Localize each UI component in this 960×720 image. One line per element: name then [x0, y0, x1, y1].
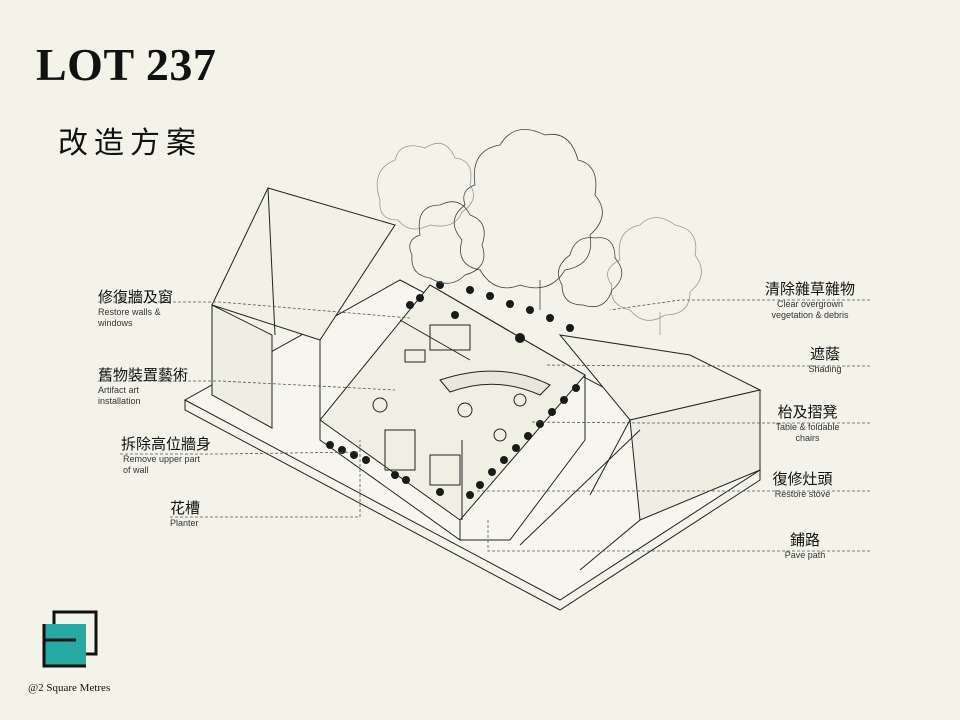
annotation-en: Restore stove — [774, 489, 831, 499]
annotation-en: Clear overgrown vegetation & debris — [771, 299, 849, 320]
annotation-pave-path: 鋪路 Pave path — [775, 532, 835, 561]
annotation-zh: 拆除高位牆身 — [121, 436, 212, 453]
tree-right — [607, 217, 702, 321]
annotation-zh: 復修灶頭 — [772, 471, 833, 488]
tree-center — [453, 128, 603, 289]
company-logo — [42, 610, 98, 668]
annotation-en: Artifact art installation — [98, 385, 141, 406]
annotation-shading: 遮蔭 Shading — [790, 346, 860, 375]
annotation-remove-wall: 拆除高位牆身 Remove upper part of wall — [121, 436, 211, 476]
annotation-en: Shading — [808, 364, 842, 374]
annotation-zh: 鋪路 — [789, 532, 820, 549]
annotation-zh: 清除雜草雜物 — [764, 281, 855, 298]
tree-left — [376, 142, 474, 230]
annotation-en: Remove upper part of wall — [123, 454, 201, 475]
annotation-restore-stove: 復修灶頭 Restore stove — [765, 471, 840, 500]
annotation-clear-vegetation: 清除雜草雜物 Clear overgrown vegetation & debr… — [755, 281, 865, 321]
annotation-en: Restore walls & windows — [98, 307, 173, 329]
annotation-artifact-art: 舊物裝置藝術 Artifact art installation — [98, 367, 188, 407]
page-subtitle: 改造方案 — [58, 126, 202, 161]
tree-small — [409, 201, 485, 284]
annotation-zh: 修復牆及窗 — [98, 289, 174, 306]
annotation-en: Planter — [170, 518, 199, 528]
annotation-zh: 花槽 — [170, 500, 201, 517]
annotation-en: Pave path — [784, 550, 826, 560]
annotation-restore-walls: 修復牆及窗 Restore walls & windows — [98, 289, 173, 329]
page-title: LOT 237 — [36, 39, 217, 90]
left-building-roof — [211, 187, 396, 341]
annotation-en: Table & foldable chairs — [775, 422, 840, 443]
annotation-zh: 舊物裝置藝術 — [98, 367, 189, 384]
annotation-table-chairs: 枱及摺凳 Table & foldable chairs — [765, 404, 850, 444]
annotation-en-text: Restore walls & windows — [98, 307, 161, 328]
annotation-planter: 花槽 Planter — [170, 500, 200, 529]
annotation-zh: 枱及摺凳 — [777, 404, 838, 421]
annotation-zh: 遮蔭 — [809, 346, 840, 363]
footer-credit: @2 Square Metres — [28, 682, 111, 694]
